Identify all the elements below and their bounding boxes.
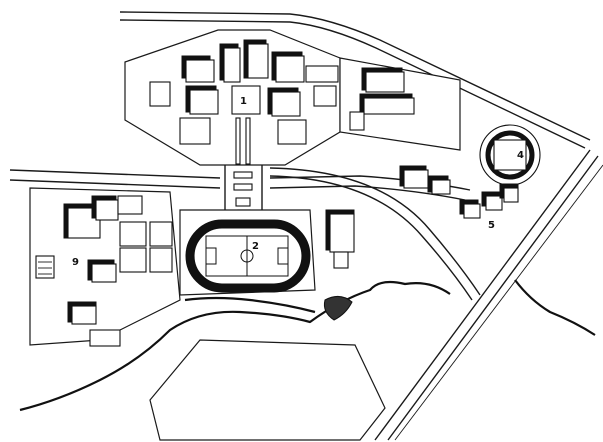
west-complex [29,187,181,347]
circular-building [479,124,541,186]
label-east-complex: 5 [488,220,495,231]
stadium-east-building [325,209,355,269]
stadium [179,209,316,296]
label-stadium: 2 [252,241,259,252]
central-campus [124,29,461,166]
riverfront-zone [149,339,386,441]
east-complex [399,165,519,219]
river [19,279,596,412]
label-circular-building: 4 [517,150,524,161]
label-main-building: 1 [240,96,247,107]
label-west-complex: 9 [72,257,79,268]
labels: 1 2 4 5 9 [72,96,524,268]
